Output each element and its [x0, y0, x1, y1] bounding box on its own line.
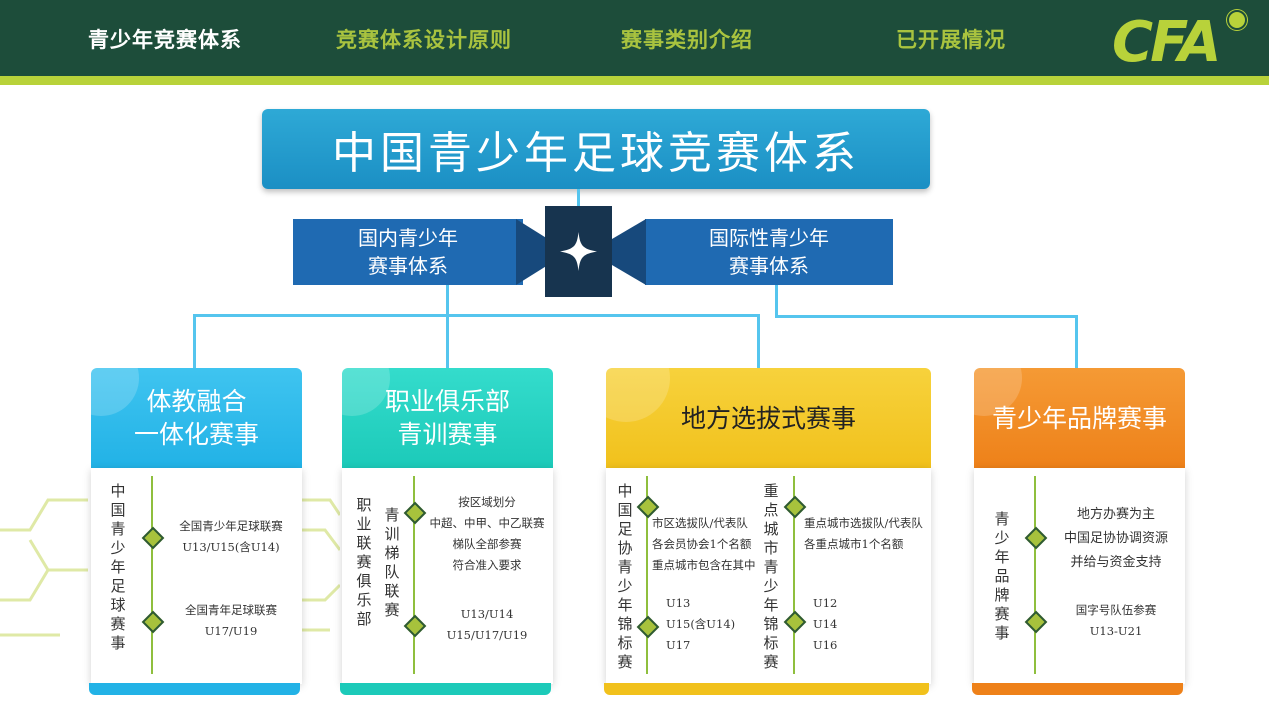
connector-card-2: [446, 285, 449, 369]
card-3-side-label: 中国足协青少年锦标赛: [617, 482, 633, 671]
card-local-selection-body: [606, 468, 931, 684]
diagram-title-box: 中国青少年足球竞赛体系: [262, 109, 930, 189]
card-1-title-line-1: 体教融合: [146, 387, 247, 416]
entry-line: 重点城市选拔队/代表队: [804, 516, 923, 530]
card-sheen: [342, 368, 390, 416]
decorative-hex-pattern: [0, 498, 340, 637]
connector-intl-vertical: [775, 285, 778, 318]
entry-line: 全国青少年足球联赛: [179, 519, 283, 533]
domestic-arrow: [516, 219, 548, 285]
nav-tab-design-principles[interactable]: 竞赛体系设计原则: [336, 28, 512, 52]
card-sheen: [606, 368, 670, 422]
entry-line: 市区选拔队/代表队: [652, 516, 748, 530]
entry-line: U15/U17/U19: [446, 628, 528, 642]
card-3-timeline-2: [793, 476, 795, 674]
card-3-entry-2: U13 U15(含U14) U17: [666, 593, 735, 656]
diagram-title: 中国青少年足球竞赛体系: [332, 128, 860, 179]
card-2-entry-1: 按区域划分 中超、中甲、中乙联赛 梯队全部参赛 符合准入要求: [424, 492, 550, 576]
entry-line: U13/U15(含U14): [182, 540, 280, 554]
card-integrated-events-header: 体教融合 一体化赛事: [91, 368, 302, 468]
card-4-entry-2: 国字号队伍参赛 U13-U21: [1052, 600, 1180, 642]
card-club-youth-body: [342, 468, 553, 684]
card-2-title-line-2: 青训赛事: [397, 420, 498, 449]
connector-card-4: [1075, 315, 1078, 369]
card-3-entry-4: U12 U14 U16: [813, 593, 837, 656]
card-4-entry-1: 地方办赛为主 中国足协协调资源 并给与资金支持: [1052, 503, 1180, 575]
header-accent-line: [0, 76, 1269, 85]
sparkle-icon: [560, 232, 597, 271]
center-square: [545, 206, 612, 297]
card-2-title-line-1: 职业俱乐部: [384, 387, 510, 416]
card-2-side-label-2: 青训梯队联赛: [384, 506, 400, 619]
entry-line: 地方办赛为主: [1076, 507, 1155, 522]
connector-domestic-horizontal: [193, 314, 760, 317]
international-arrow: [612, 219, 646, 285]
card-4-side-label: 青少年品牌赛事: [994, 510, 1010, 642]
card-brand-events-body: [974, 468, 1185, 684]
entry-line: U17: [666, 638, 691, 652]
entry-line: U14: [813, 617, 838, 631]
card-3-entry-1: 市区选拔队/代表队 各会员协会1个名额 重点城市包含在其中: [652, 513, 762, 576]
card-2-side-label: 职业联赛俱乐部: [356, 496, 372, 628]
nav-tab-current-status[interactable]: 已开展情况: [896, 28, 1006, 52]
connector-title: [577, 189, 580, 207]
entry-line: 按区域划分: [458, 495, 516, 509]
cfa-logo: CFA: [1112, 10, 1221, 75]
entry-line: 符合准入要求: [452, 558, 522, 572]
entry-line: 各会员协会1个名额: [652, 537, 752, 551]
entry-line: U13: [666, 596, 691, 610]
top-navigation-bar: [0, 0, 1269, 76]
card-4-timeline: [1034, 476, 1036, 674]
connector-card-1: [193, 314, 196, 369]
football-icon: [1227, 10, 1247, 30]
card-sheen: [974, 368, 1022, 416]
card-3-title: 地方选拔式赛事: [680, 403, 856, 433]
entry-line: U12: [813, 596, 838, 610]
entry-line: U13-U21: [1089, 624, 1143, 638]
card-1-title-line-2: 一体化赛事: [133, 420, 259, 449]
international-line-2: 赛事体系: [729, 254, 809, 278]
card-1-side-label: 中国青少年足球赛事: [110, 482, 126, 652]
domestic-line-2: 赛事体系: [368, 254, 448, 278]
entry-line: 各重点城市1个名额: [804, 537, 904, 551]
entry-line: 全国青年足球联赛: [185, 603, 277, 617]
nav-tab-competition-categories[interactable]: 赛事类别介绍: [621, 28, 753, 52]
card-3-timeline-1: [646, 476, 648, 674]
card-1-entry-2: 全国青年足球联赛 U17/U19: [168, 600, 294, 642]
entry-line: 并给与资金支持: [1070, 555, 1162, 570]
entry-line: U13/U14: [460, 607, 514, 621]
card-3-footer: [604, 683, 929, 695]
entry-line: U17/U19: [204, 624, 258, 638]
domestic-system-box: 国内青少年 赛事体系: [293, 219, 523, 285]
card-1-entry-1: 全国青少年足球联赛 U13/U15(含U14): [168, 516, 294, 558]
international-system-box: 国际性青少年 赛事体系: [645, 219, 893, 285]
connector-intl-horizontal: [775, 315, 1078, 318]
card-1-timeline: [151, 476, 153, 674]
nav-tab-youth-competition-system[interactable]: 青少年竞赛体系: [88, 28, 242, 52]
card-integrated-events-body: [91, 468, 302, 684]
card-4-title: 青少年品牌赛事: [991, 403, 1167, 433]
card-club-youth-header: 职业俱乐部 青训赛事: [342, 368, 553, 468]
entry-line: 梯队全部参赛: [452, 537, 522, 551]
card-2-timeline: [413, 476, 415, 674]
entry-line: 中国足协协调资源: [1063, 531, 1168, 546]
card-2-footer: [340, 683, 551, 695]
entry-line: U16: [813, 638, 838, 652]
card-2-entry-2: U13/U14 U15/U17/U19: [424, 604, 550, 646]
international-line-1: 国际性青少年: [709, 226, 829, 250]
entry-line: U15(含U14): [666, 617, 736, 631]
connector-card-3: [757, 314, 760, 369]
card-1-footer: [89, 683, 300, 695]
entry-line: 中超、中甲、中乙联赛: [429, 516, 545, 530]
card-local-selection-header: 地方选拔式赛事: [606, 368, 931, 468]
card-sheen: [91, 368, 139, 416]
card-3-side-label-2: 重点城市青少年锦标赛: [763, 482, 779, 671]
entry-line: 重点城市包含在其中: [652, 558, 756, 572]
card-4-footer: [972, 683, 1183, 695]
domestic-line-1: 国内青少年: [358, 226, 458, 250]
card-brand-events-header: 青少年品牌赛事: [974, 368, 1185, 468]
entry-line: 国字号队伍参赛: [1075, 603, 1157, 617]
card-3-entry-3: 重点城市选拔队/代表队 各重点城市1个名额: [804, 513, 923, 555]
